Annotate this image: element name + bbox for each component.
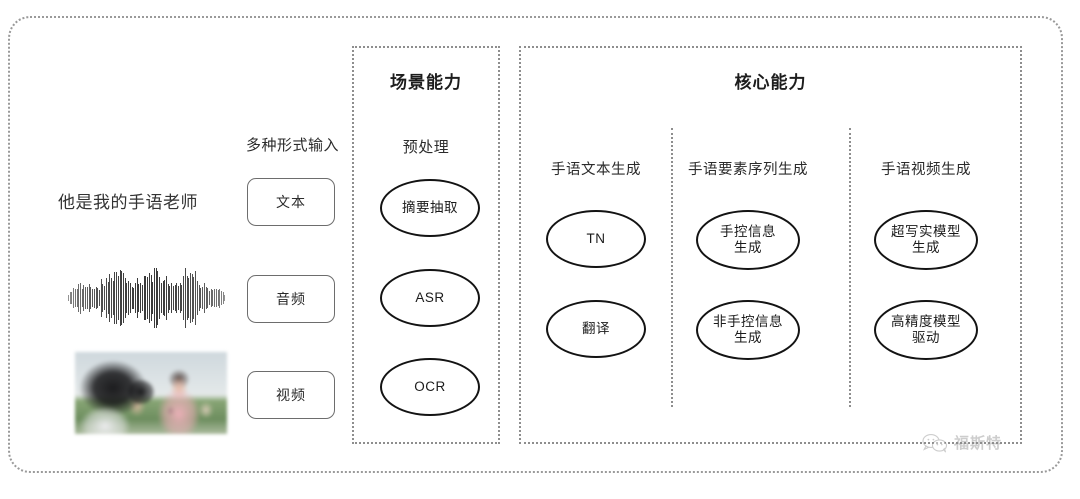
- core-capability-panel: 核心能力 手语文本生成 TN 翻译 手语要素序列生成 手控信息 生成 非手控信息…: [519, 46, 1022, 444]
- core-node-nonmanual-info[interactable]: 非手控信息 生成: [696, 300, 800, 360]
- core-column-divider-2: [849, 128, 851, 407]
- core-node-manual-info[interactable]: 手控信息 生成: [696, 210, 800, 270]
- core-column-divider-1: [671, 128, 673, 407]
- outer-dotted-frame: [8, 16, 1063, 473]
- scene-node-summary[interactable]: 摘要抽取: [380, 179, 480, 237]
- core-node-translate-line1: 翻译: [582, 321, 610, 337]
- sample-sentence-text: 他是我的手语老师: [58, 193, 198, 212]
- core-node-highprecision-model-line2: 驱动: [912, 330, 940, 345]
- core-node-manual-info-line2: 生成: [734, 240, 762, 255]
- input-section-heading: 多种形式输入: [245, 137, 339, 154]
- modality-box-video[interactable]: 视频: [247, 371, 335, 419]
- core-node-highprecision-model[interactable]: 高精度模型 驱动: [874, 300, 978, 360]
- core-column-element-sequence: 手语要素序列生成 手控信息 生成 非手控信息 生成: [673, 158, 823, 360]
- core-column-sign-video: 手语视频生成 超写实模型 生成 高精度模型 驱动: [851, 158, 1001, 360]
- scene-panel-subtitle: 预处理: [402, 139, 450, 156]
- scene-capability-panel: 场景能力 预处理 摘要抽取 ASR OCR: [352, 46, 500, 444]
- core-node-nonmanual-info-line2: 生成: [734, 330, 762, 345]
- core-node-tn[interactable]: TN: [546, 210, 646, 268]
- core-node-photoreal-model[interactable]: 超写实模型 生成: [874, 210, 978, 270]
- modality-box-audio[interactable]: 音频: [247, 275, 335, 323]
- core-node-translate[interactable]: 翻译: [546, 300, 646, 358]
- input-section: 多种形式输入 他是我的手语老师 文本 音频 视频: [20, 30, 340, 450]
- modality-box-text[interactable]: 文本: [247, 178, 335, 226]
- watermark-label: 福斯特: [954, 435, 1003, 452]
- wechat-bubbles-icon: [922, 433, 948, 453]
- core-column-title-2: 手语视频生成: [881, 162, 971, 178]
- scene-node-asr[interactable]: ASR: [380, 269, 480, 327]
- audio-waveform-icon: [68, 266, 226, 330]
- core-node-photoreal-model-line2: 生成: [912, 240, 940, 255]
- watermark: 福斯特: [922, 432, 1002, 453]
- core-column-title-0: 手语文本生成: [551, 162, 641, 178]
- video-thumbnail-icon: [75, 352, 227, 434]
- core-node-tn-line1: TN: [586, 231, 606, 247]
- scene-panel-title: 场景能力: [390, 73, 462, 92]
- core-node-highprecision-model-line1: 高精度模型: [891, 314, 961, 330]
- core-node-nonmanual-info-line1: 非手控信息: [713, 314, 783, 330]
- core-column-title-1: 手语要素序列生成: [688, 162, 808, 178]
- core-node-manual-info-line1: 手控信息: [720, 224, 776, 240]
- scene-node-ocr[interactable]: OCR: [380, 358, 480, 416]
- core-panel-title: 核心能力: [734, 73, 807, 92]
- core-column-sign-text: 手语文本生成 TN 翻译: [521, 158, 671, 358]
- core-node-photoreal-model-line1: 超写实模型: [891, 224, 961, 240]
